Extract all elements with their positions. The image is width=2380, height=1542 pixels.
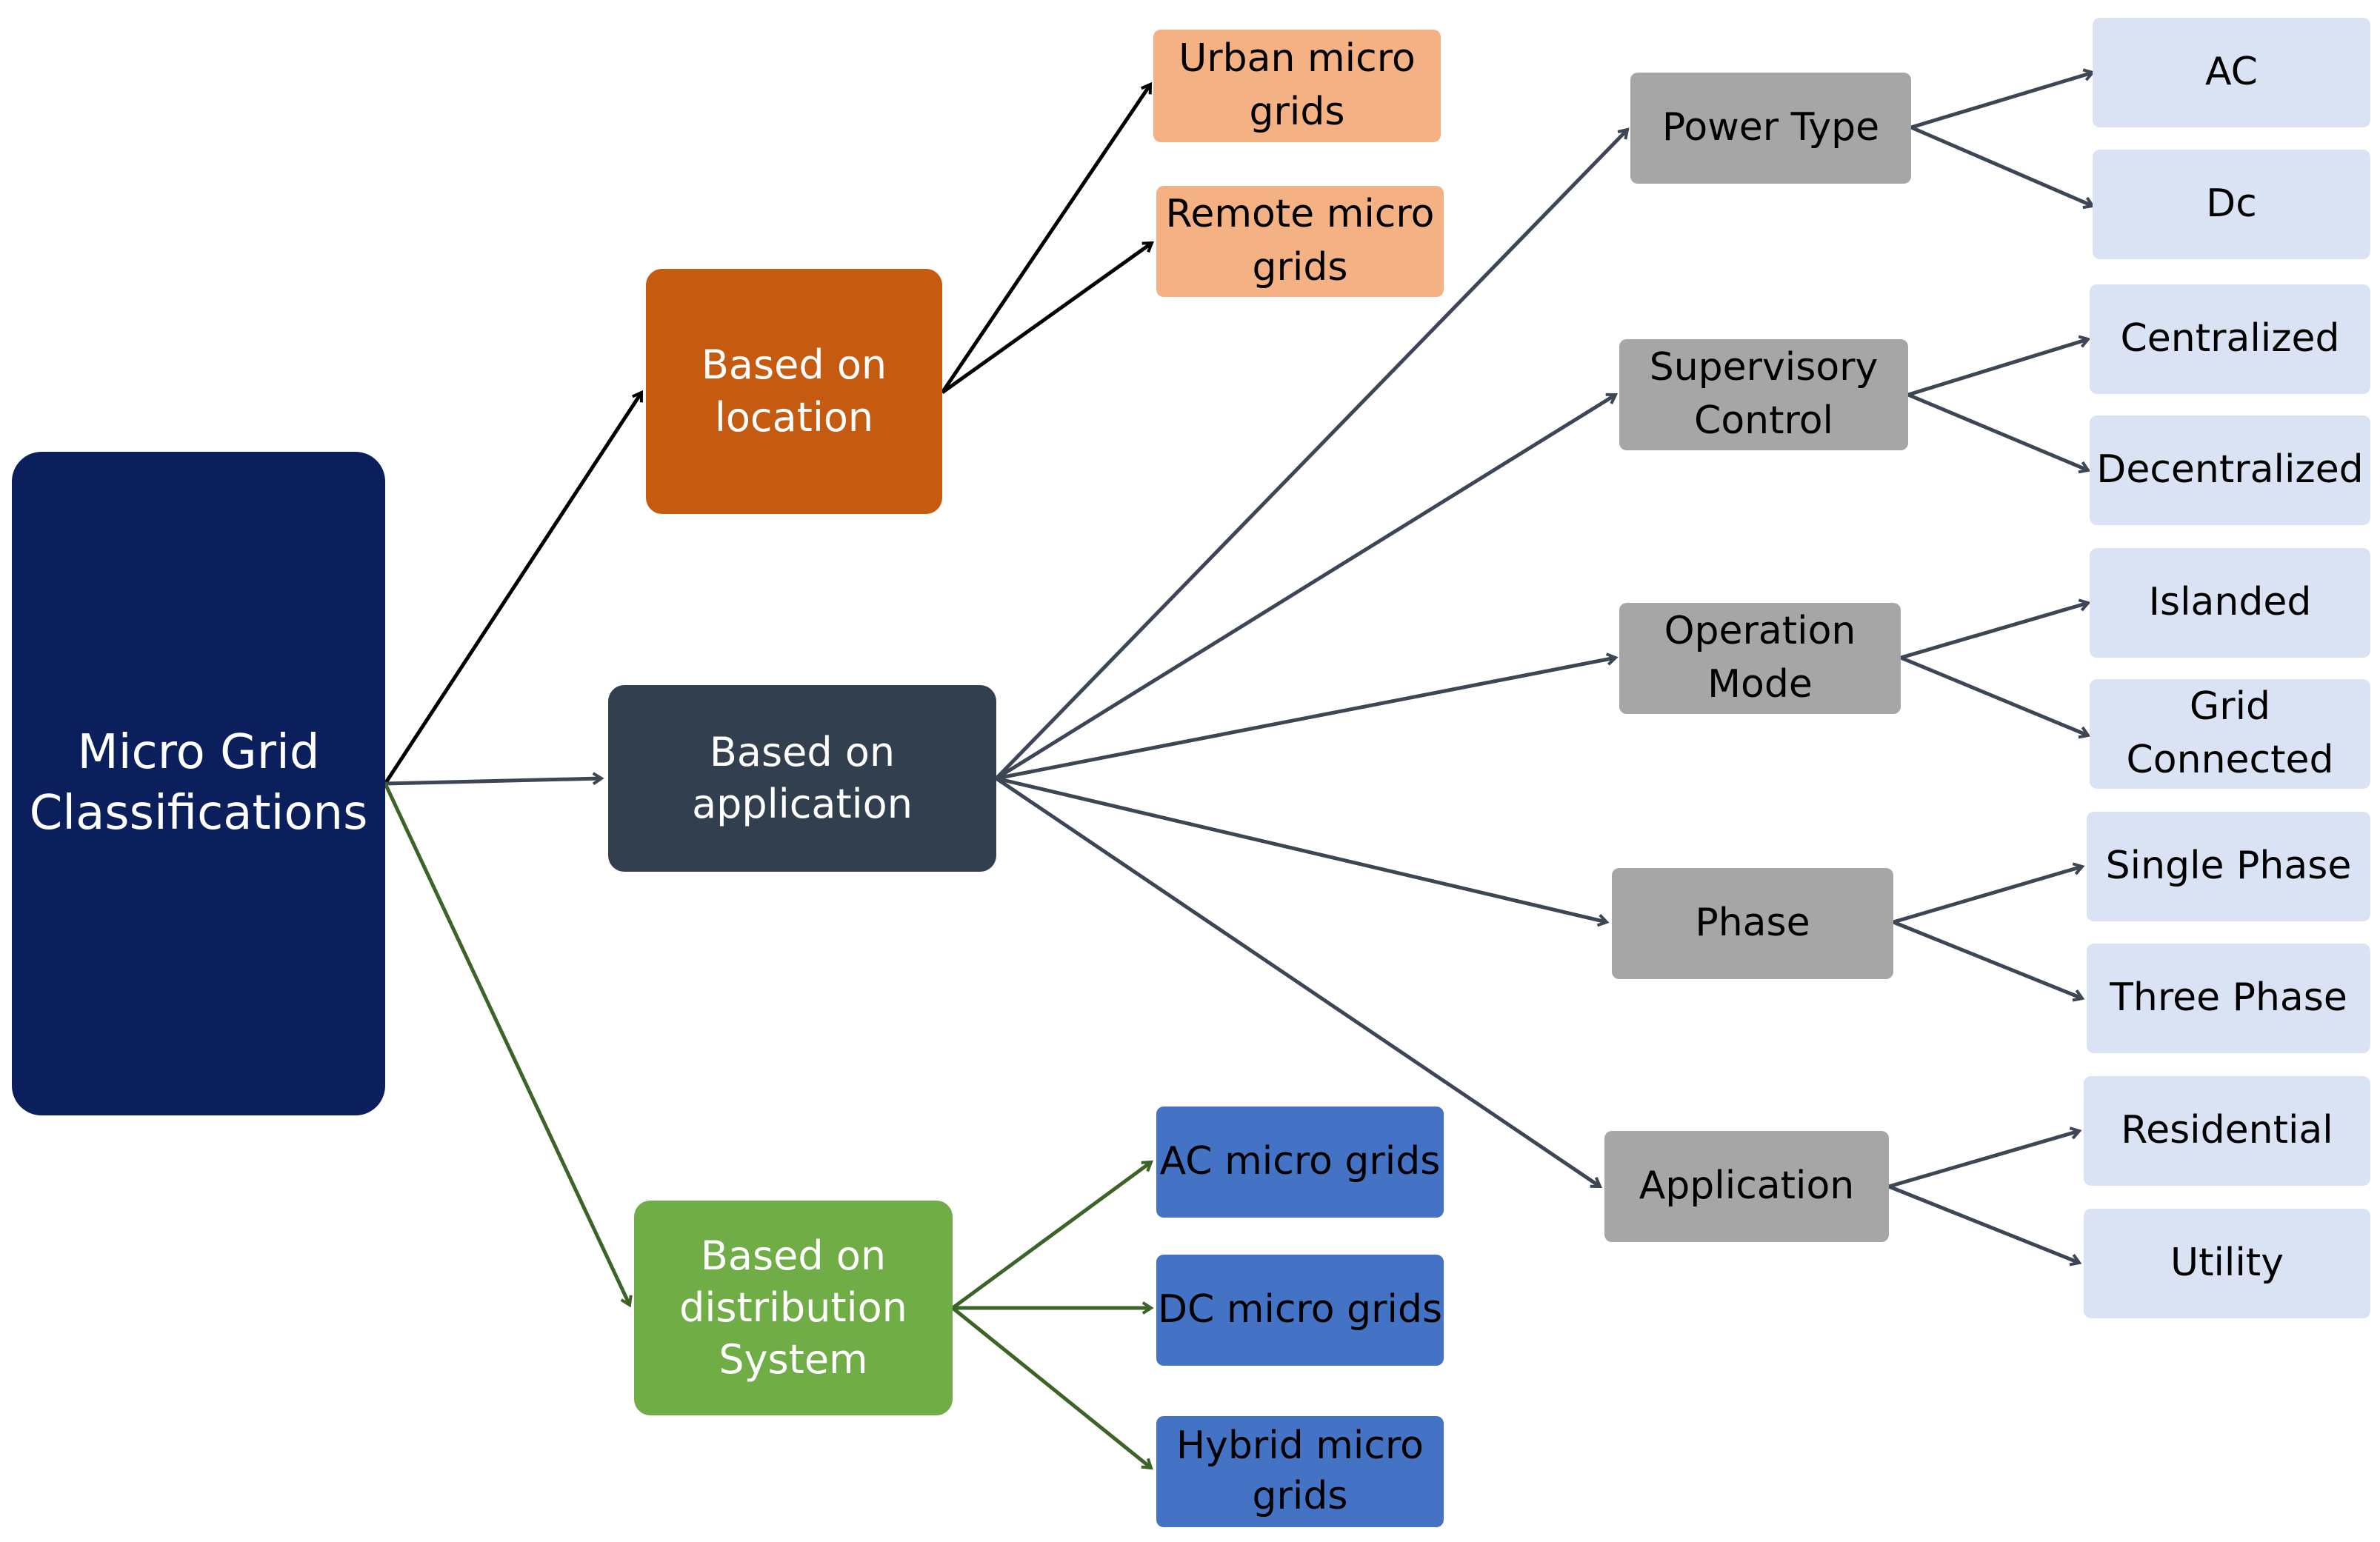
leaf-three-phase: Three Phase	[2087, 944, 2370, 1053]
location-item-label: Urban micro grids	[1179, 36, 1416, 134]
leaf-islanded: Islanded	[2090, 548, 2370, 658]
distribution-item-hybrid: Hybrid micro grids	[1156, 1416, 1444, 1527]
leaf-label: Centralized	[2120, 316, 2340, 361]
arrow-power-type-to-ac	[1910, 68, 2096, 130]
leaf-label: Single Phase	[2105, 844, 2352, 889]
distribution-item-label: Hybrid micro grids	[1176, 1423, 1424, 1518]
arrow-app-type-to-residential	[1888, 1127, 2082, 1189]
application-node: Based on application	[608, 685, 996, 872]
leaf-ac: AC	[2093, 18, 2370, 127]
location-item-label: Remote micro grids	[1165, 192, 1435, 290]
leaf-label: Grid Connected	[2126, 684, 2334, 782]
distribution-item-ac: AC micro grids	[1156, 1107, 1444, 1218]
leaf-label: Islanded	[2148, 580, 2312, 625]
arrow-operation-to-grid-connected	[1900, 655, 2091, 739]
arrow-application-to-phase	[996, 776, 1610, 927]
group-label: Operation Mode	[1664, 609, 1856, 707]
group-label: Supervisory Control	[1649, 345, 1879, 443]
group-label: Power Type	[1661, 105, 1880, 150]
distribution-label: Based on distribution System	[679, 1232, 907, 1384]
arrow-supervisory-to-centralized	[1907, 335, 2091, 397]
leaf-utility: Utility	[2084, 1209, 2370, 1318]
group-application: Application	[1604, 1131, 1889, 1242]
leaf-label: Utility	[2170, 1241, 2284, 1286]
arrow-phase-to-single	[1893, 862, 2085, 924]
leaf-label: Three Phase	[2110, 975, 2347, 1021]
leaf-label: Decentralized	[2096, 447, 2364, 493]
location-item-urban: Urban micro grids	[1153, 30, 1441, 142]
leaf-single-phase: Single Phase	[2087, 812, 2370, 921]
group-phase: Phase	[1612, 868, 1893, 979]
arrow-distribution-to-hybrid	[951, 1306, 1153, 1470]
distribution-item-dc: DC micro grids	[1156, 1255, 1444, 1366]
arrow-root-to-location	[383, 390, 644, 785]
leaf-label: AC	[2205, 50, 2258, 95]
leaf-decentralized: Decentralized	[2090, 415, 2370, 525]
group-label: Phase	[1695, 901, 1810, 946]
arrow-power-type-to-dc	[1910, 125, 2096, 210]
group-power-type: Power Type	[1630, 73, 1911, 184]
arrow-operation-to-islanded	[1900, 598, 2091, 660]
location-label: Based on location	[701, 341, 887, 441]
arrow-phase-to-three	[1893, 920, 2085, 1002]
leaf-centralized: Centralized	[2090, 284, 2370, 394]
distribution-item-label: AC micro grids	[1159, 1139, 1441, 1184]
leaf-label: Dc	[2206, 181, 2257, 227]
arrow-application-to-supervisory	[995, 393, 1619, 781]
leaf-grid-connected: Grid Connected	[2090, 679, 2370, 789]
leaf-dc: Dc	[2093, 150, 2370, 259]
root-node: Micro Grid Classifications	[12, 452, 385, 1115]
arrow-root-to-distribution	[383, 782, 633, 1308]
location-item-remote: Remote micro grids	[1156, 186, 1444, 297]
group-operation-mode: Operation Mode	[1619, 603, 1901, 714]
arrow-application-to-operation	[996, 652, 1619, 781]
location-node: Based on location	[646, 269, 942, 514]
distribution-node: Based on distribution System	[634, 1201, 953, 1415]
arrow-application-to-power-type	[995, 127, 1630, 780]
arrow-supervisory-to-decentralized	[1907, 393, 2091, 474]
arrow-distribution-to-ac	[951, 1160, 1153, 1310]
arrow-application-to-app-type	[995, 776, 1603, 1189]
group-label: Application	[1639, 1164, 1855, 1209]
arrow-root-to-application	[384, 772, 604, 786]
distribution-item-label: DC micro grids	[1157, 1287, 1443, 1332]
root-label: Micro Grid Classifications	[29, 725, 368, 841]
arrow-location-to-remote	[941, 241, 1155, 395]
arrow-app-type-to-utility	[1888, 1184, 2082, 1266]
group-supervisory-control: Supervisory Control	[1619, 339, 1908, 450]
application-label: Based on application	[692, 728, 913, 827]
leaf-residential: Residential	[2084, 1076, 2370, 1186]
arrow-location-to-urban	[940, 81, 1153, 394]
leaf-label: Residential	[2121, 1108, 2333, 1153]
